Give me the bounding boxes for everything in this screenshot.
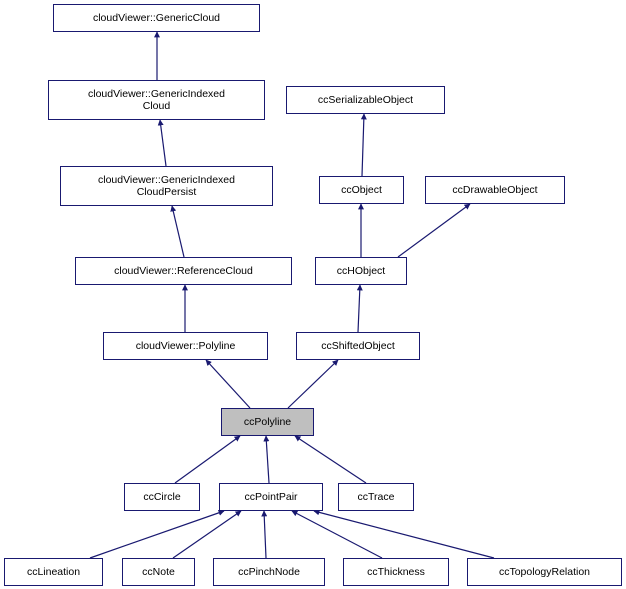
inheritance-edge-referenceCloud-to-genericIndexedCloudPersist (170, 205, 185, 258)
inheritance-edge-ccLineation-to-ccPointPair (89, 509, 225, 559)
inheritance-edge-genericIndexedCloudPersist-to-genericIndexedCloud (157, 119, 167, 167)
class-node-ccTopologyRelation[interactable]: ccTopologyRelation (467, 558, 622, 586)
inheritance-edge-ccPolyline-to-ccShiftedObject (287, 359, 339, 409)
class-node-genericCloud[interactable]: cloudViewer::GenericCloud (53, 4, 260, 32)
inheritance-edge-ccPointPair-to-ccPolyline (263, 435, 270, 484)
class-node-ccShiftedObject[interactable]: ccShiftedObject (296, 332, 420, 360)
class-node-ccPinchNode[interactable]: ccPinchNode (213, 558, 325, 586)
class-node-ccNote[interactable]: ccNote (122, 558, 195, 586)
inheritance-edge-ccShiftedObject-to-ccHObject (356, 284, 363, 333)
class-node-ccDrawableObject[interactable]: ccDrawableObject (425, 176, 565, 204)
class-node-ccSerializableObject[interactable]: ccSerializableObject (286, 86, 445, 114)
class-node-genericIndexedCloudPersist[interactable]: cloudViewer::GenericIndexed CloudPersist (60, 166, 273, 206)
class-node-polylineCV[interactable]: cloudViewer::Polyline (103, 332, 268, 360)
inheritance-edge-ccPolyline-to-polylineCV (205, 359, 251, 409)
inheritance-edge-ccObject-to-ccSerializableObject (360, 113, 367, 177)
class-node-ccPolyline[interactable]: ccPolyline (221, 408, 314, 436)
inheritance-edge-ccHObject-to-ccDrawableObject (397, 203, 471, 258)
class-node-ccHObject[interactable]: ccHObject (315, 257, 407, 285)
class-node-referenceCloud[interactable]: cloudViewer::ReferenceCloud (75, 257, 292, 285)
class-node-ccObject[interactable]: ccObject (319, 176, 404, 204)
inheritance-edge-ccPinchNode-to-ccPointPair (261, 510, 268, 559)
class-node-ccPointPair[interactable]: ccPointPair (219, 483, 323, 511)
inheritance-edge-ccCircle-to-ccPolyline (174, 435, 241, 484)
inheritance-edge-ccThickness-to-ccPointPair (291, 510, 383, 559)
class-node-ccLineation[interactable]: ccLineation (4, 558, 103, 586)
inheritance-edge-ccTrace-to-ccPolyline (294, 435, 367, 484)
inheritance-edge-ccTopologyRelation-to-ccPointPair (313, 509, 495, 559)
inheritance-edge-ccNote-to-ccPointPair (172, 510, 242, 559)
class-node-ccTrace[interactable]: ccTrace (338, 483, 414, 511)
class-node-ccThickness[interactable]: ccThickness (343, 558, 449, 586)
class-node-ccCircle[interactable]: ccCircle (124, 483, 200, 511)
class-node-genericIndexedCloud[interactable]: cloudViewer::GenericIndexed Cloud (48, 80, 265, 120)
